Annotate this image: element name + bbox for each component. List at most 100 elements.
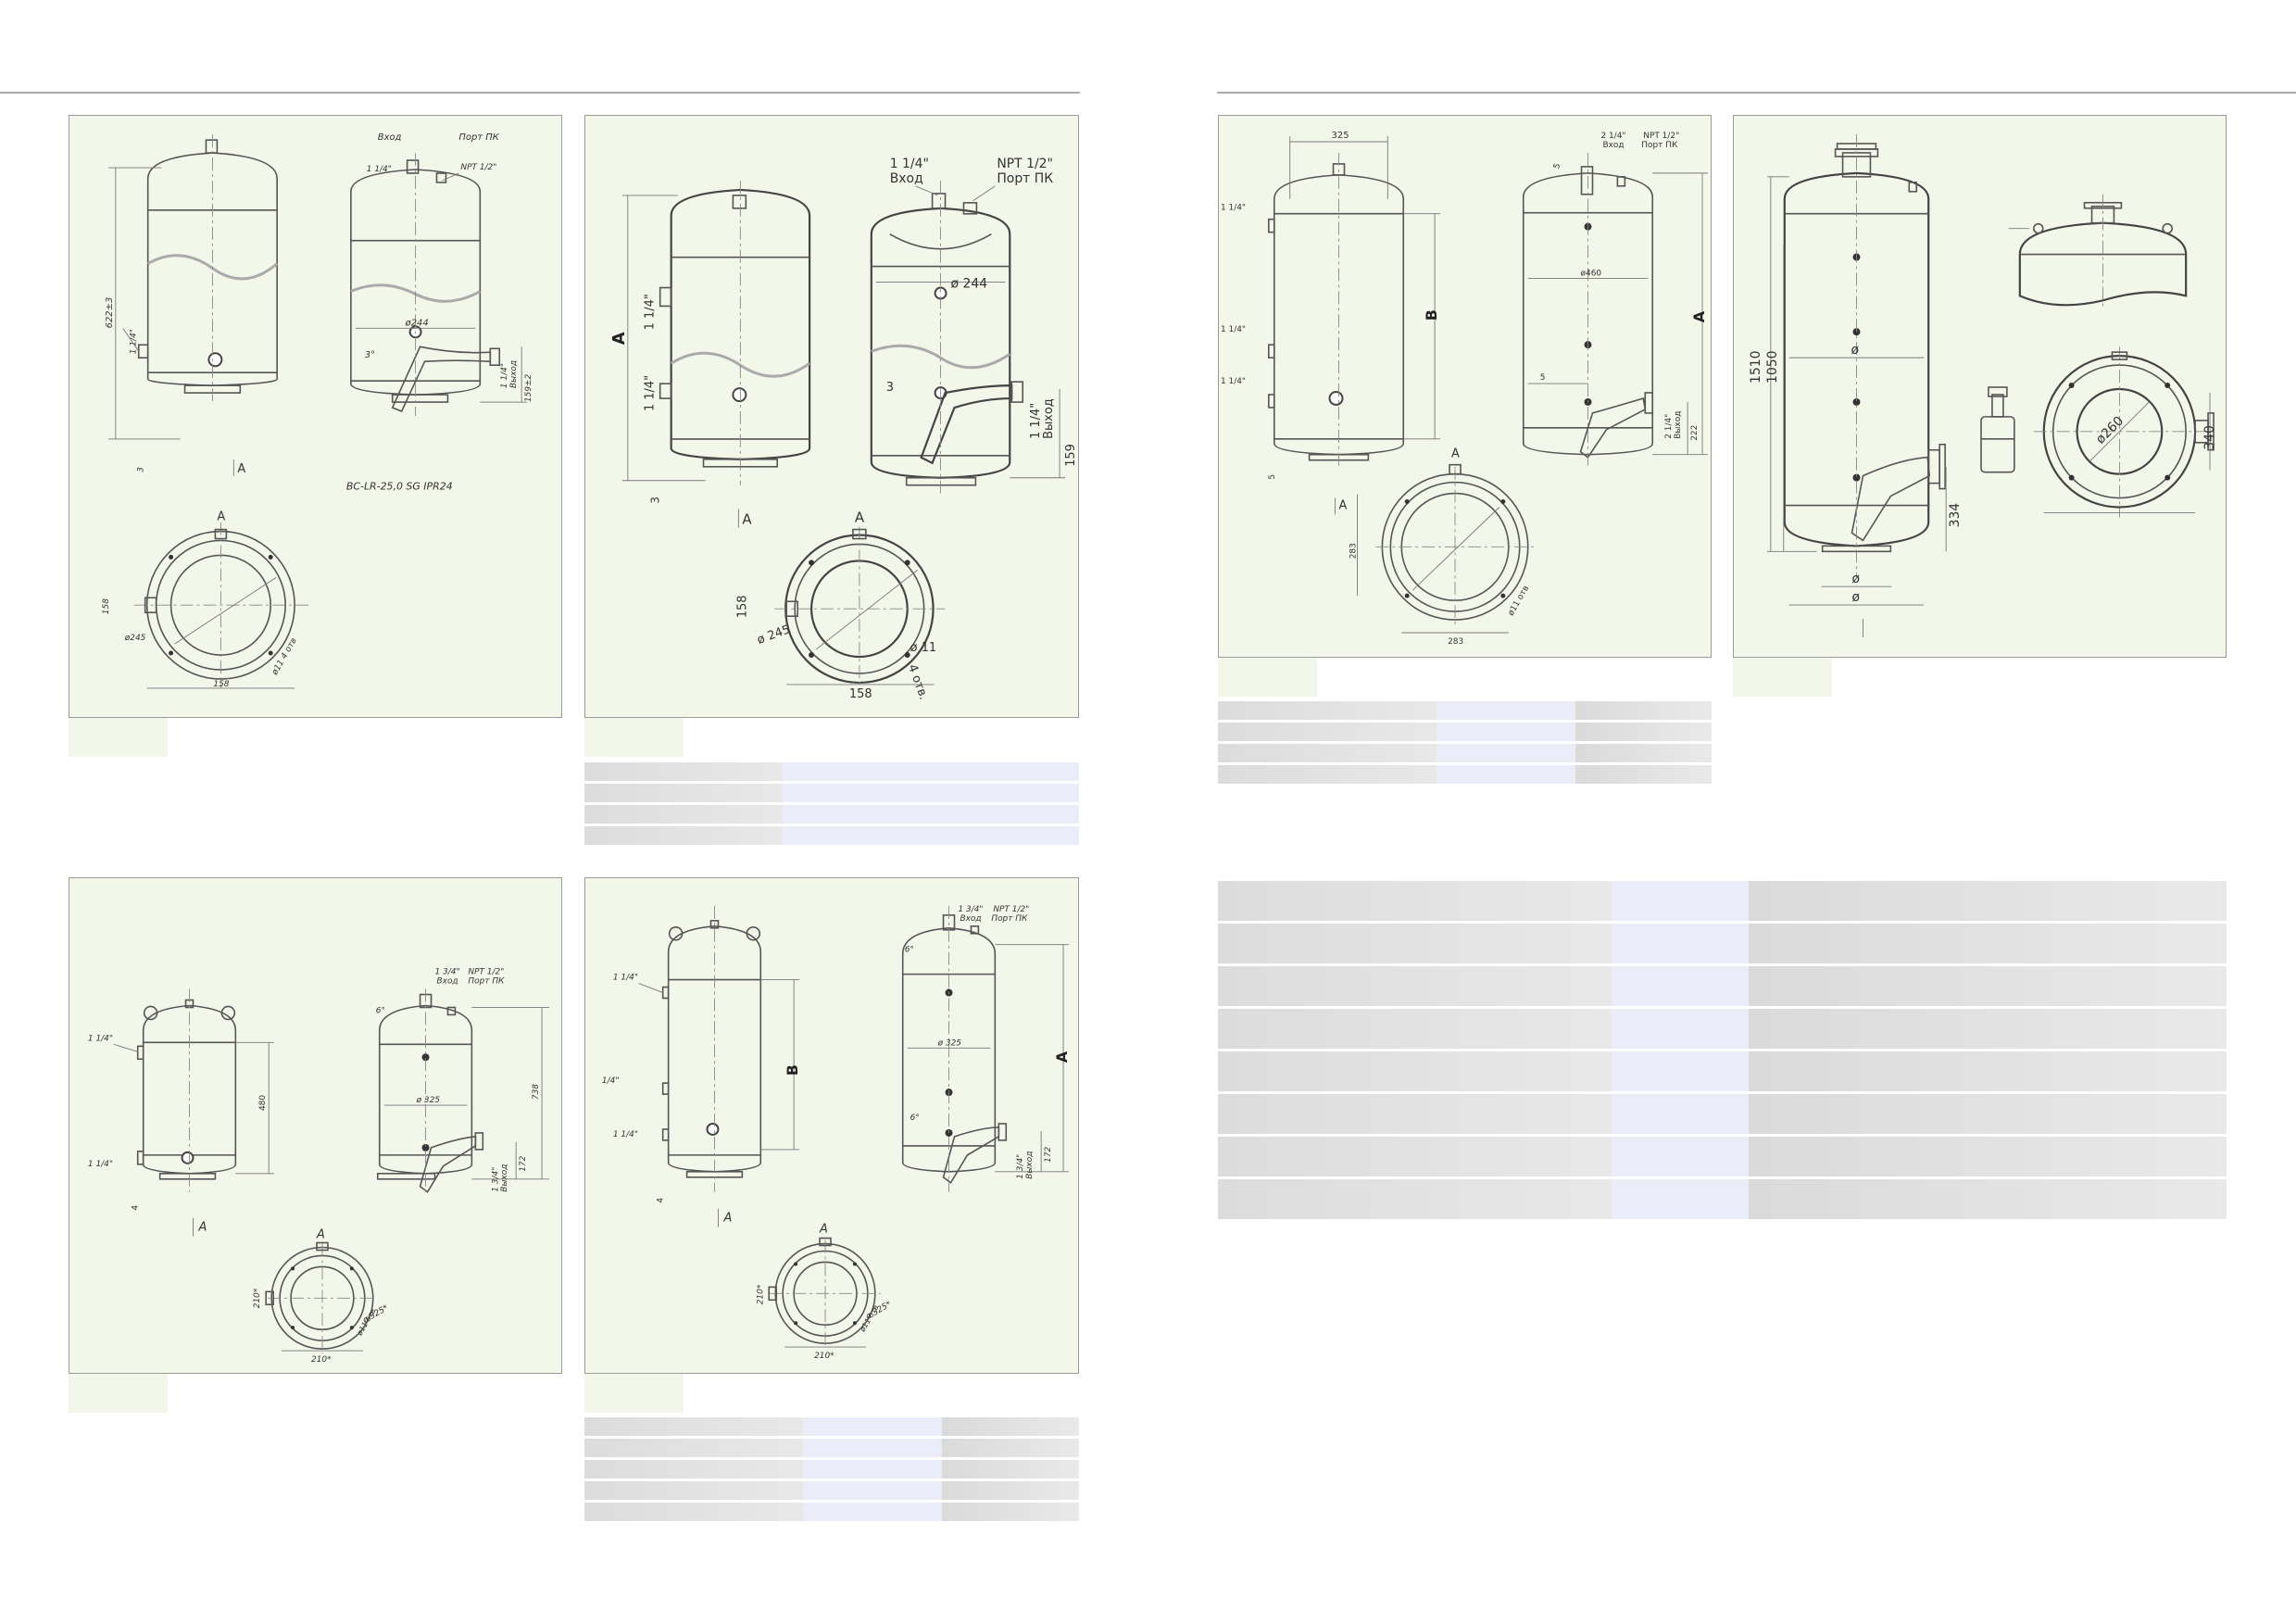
inlet-size-label: 1 3/4" — [435, 968, 460, 977]
diameter-label: ø 325 — [937, 1038, 962, 1048]
port-label: Порт ПК — [468, 977, 505, 987]
table-row — [584, 762, 1079, 784]
height-334: 334 — [1948, 503, 1963, 528]
holes2-label: 4 отв. — [905, 662, 931, 701]
model-label: BC-LR-25,0 SG IPR24 — [346, 481, 453, 493]
inlet-label: Вход — [378, 132, 402, 143]
receiver-drawing-1: 622±3 1 1/4" 3 A ø244 3° Вход Порт ПК 1 … — [102, 132, 533, 689]
panel-tab-3 — [1218, 658, 1317, 697]
pipe-label-1: 1 1/4" — [88, 1034, 113, 1043]
height-dim: 622±3 — [105, 297, 115, 329]
outlet-height-dim: 222 — [1690, 425, 1700, 441]
holes-label: ø11 отв — [1507, 585, 1532, 618]
height-1050: 1050 — [1765, 351, 1780, 384]
table-row — [1218, 881, 2227, 924]
table-row — [1218, 1050, 2227, 1094]
drawing-panel-6: B 1 1/4" 1/4" 1 1/4" 4 A ø 325 6° 6° 1 3… — [584, 877, 1079, 1374]
table-row — [1218, 701, 1712, 723]
three-label: 3 — [886, 381, 894, 395]
holes-label: ø11 отв — [858, 1303, 880, 1334]
view-arrow-label: A — [1339, 499, 1348, 513]
table-row — [584, 803, 1079, 826]
bottom-dim: 158 — [213, 680, 229, 689]
table-row — [1218, 1135, 2227, 1179]
outlet-height-dim: 159±2 — [524, 373, 533, 402]
outlet-label: Выход — [500, 1164, 509, 1192]
side-dim: 210* — [253, 1288, 262, 1308]
port-label: Порт ПК — [1641, 141, 1678, 150]
deg-label: 6° — [905, 946, 914, 955]
five-label-2: 5 — [1540, 373, 1546, 383]
pipe-upper-label: 1 1/4" — [644, 294, 658, 330]
drawing-panel-3: 325 1 1/4" 1 1/4" 1 1/4" B 5 A ø460 5 5 … — [1218, 115, 1712, 658]
table-row — [584, 1479, 1079, 1503]
deg-label: 6° — [376, 1006, 385, 1015]
table-row — [584, 782, 1079, 805]
outlet-size-label: 2 1/4" — [1664, 414, 1674, 439]
inlet-size-label: 2 1/4" — [1600, 132, 1625, 141]
table-row — [1218, 964, 2227, 1009]
receiver-drawing-2: A 1 1/4" 1 1/4" 3 A ø 244 3 1 1/4" Вход … — [609, 157, 1078, 702]
deg-label-2: 6° — [910, 1113, 920, 1123]
port-label: Порт ПК — [458, 132, 499, 143]
height-b-label: B — [1423, 309, 1440, 321]
view-top-label: A — [1451, 447, 1460, 461]
base-dia-2: ø — [1852, 590, 1861, 605]
bottom-dim: 158 — [849, 687, 872, 701]
outlet-height-dim: 172 — [1044, 1146, 1053, 1162]
spec-table-6 — [584, 1417, 1079, 1524]
drawing-panel-1: 622±3 1 1/4" 3 A ø244 3° Вход Порт ПК 1 … — [69, 115, 562, 718]
side-dim: 283 — [1349, 543, 1358, 559]
holes-label: ø 11 — [910, 641, 937, 655]
table-row — [1218, 721, 1712, 744]
diameter-label: ø — [1851, 343, 1860, 358]
receiver-drawing-3: 325 1 1/4" 1 1/4" 1 1/4" B 5 A ø460 5 5 … — [1221, 131, 1708, 647]
pcd-label: ø 245 — [756, 623, 793, 648]
table-row — [1218, 1177, 2227, 1222]
view-top-label: A — [217, 510, 225, 524]
table-row — [584, 1501, 1079, 1524]
panel-tab-5 — [69, 1374, 168, 1413]
height-a-label: A — [1690, 310, 1708, 322]
bottom-dim: 283 — [1448, 637, 1463, 647]
header-rule-right — [1217, 92, 2296, 94]
side-dim: 158 — [102, 598, 111, 614]
spec-table-3 — [1218, 701, 1712, 786]
view-top-label: A — [316, 1228, 325, 1242]
pipe-label-2: 1 1/4" — [88, 1160, 113, 1169]
holes-label: ø11 отв — [355, 1307, 377, 1338]
inlet-label: Вход — [960, 914, 981, 924]
height-738: 738 — [532, 1084, 541, 1100]
outlet-size-label: 1 1/4" — [1029, 403, 1043, 439]
pipe-label-c: 1 1/4" — [500, 363, 509, 388]
drawing-panel-5: 480 1 1/4" 1 1/4" 4 A ø 325 6° 1 3/4" Вх… — [69, 877, 562, 1374]
pipe-label-a: 1 1/4" — [130, 329, 139, 354]
outlet-label: Выход — [1674, 411, 1683, 439]
table-row — [1218, 1007, 2227, 1051]
panel-tab-2 — [584, 718, 684, 757]
outlet-label: Выход — [509, 360, 519, 388]
pcd-label: ø245 — [124, 634, 146, 643]
table-row — [584, 1417, 1079, 1439]
height-a-label: A — [1053, 1051, 1071, 1063]
spec-table-main — [1218, 881, 2227, 1222]
drawing-panel-4: 1510 1050 ø 334 ø ø ø260 340 — [1733, 115, 2227, 658]
diameter-260: ø260 — [2093, 413, 2127, 447]
npt-label: NPT 1/2" — [997, 157, 1053, 171]
panel-tab-6 — [584, 1374, 684, 1413]
receiver-drawing-6: B 1 1/4" 1/4" 1 1/4" 4 A ø 325 6° 6° 1 3… — [602, 905, 1071, 1361]
table-row — [1218, 763, 1712, 786]
table-row — [584, 1458, 1079, 1481]
five-label: 5 — [1552, 162, 1562, 170]
pipe-label-3: 1 1/4" — [1221, 377, 1246, 386]
outlet-label: Выход — [1025, 1151, 1035, 1179]
bottom-dim: 210* — [814, 1352, 834, 1361]
gap-dim: 4 — [132, 1205, 141, 1211]
view-arrow-label: A — [722, 1212, 732, 1226]
outlet-height-dim: 159 — [1064, 444, 1078, 467]
gap-dim: 3 — [649, 497, 662, 504]
gap-dim: 3 — [137, 467, 146, 472]
diameter-label: ø 244 — [951, 277, 988, 292]
bottom-dim: 210* — [311, 1355, 332, 1365]
pipe-lower-label: 1 1/4" — [644, 375, 658, 411]
